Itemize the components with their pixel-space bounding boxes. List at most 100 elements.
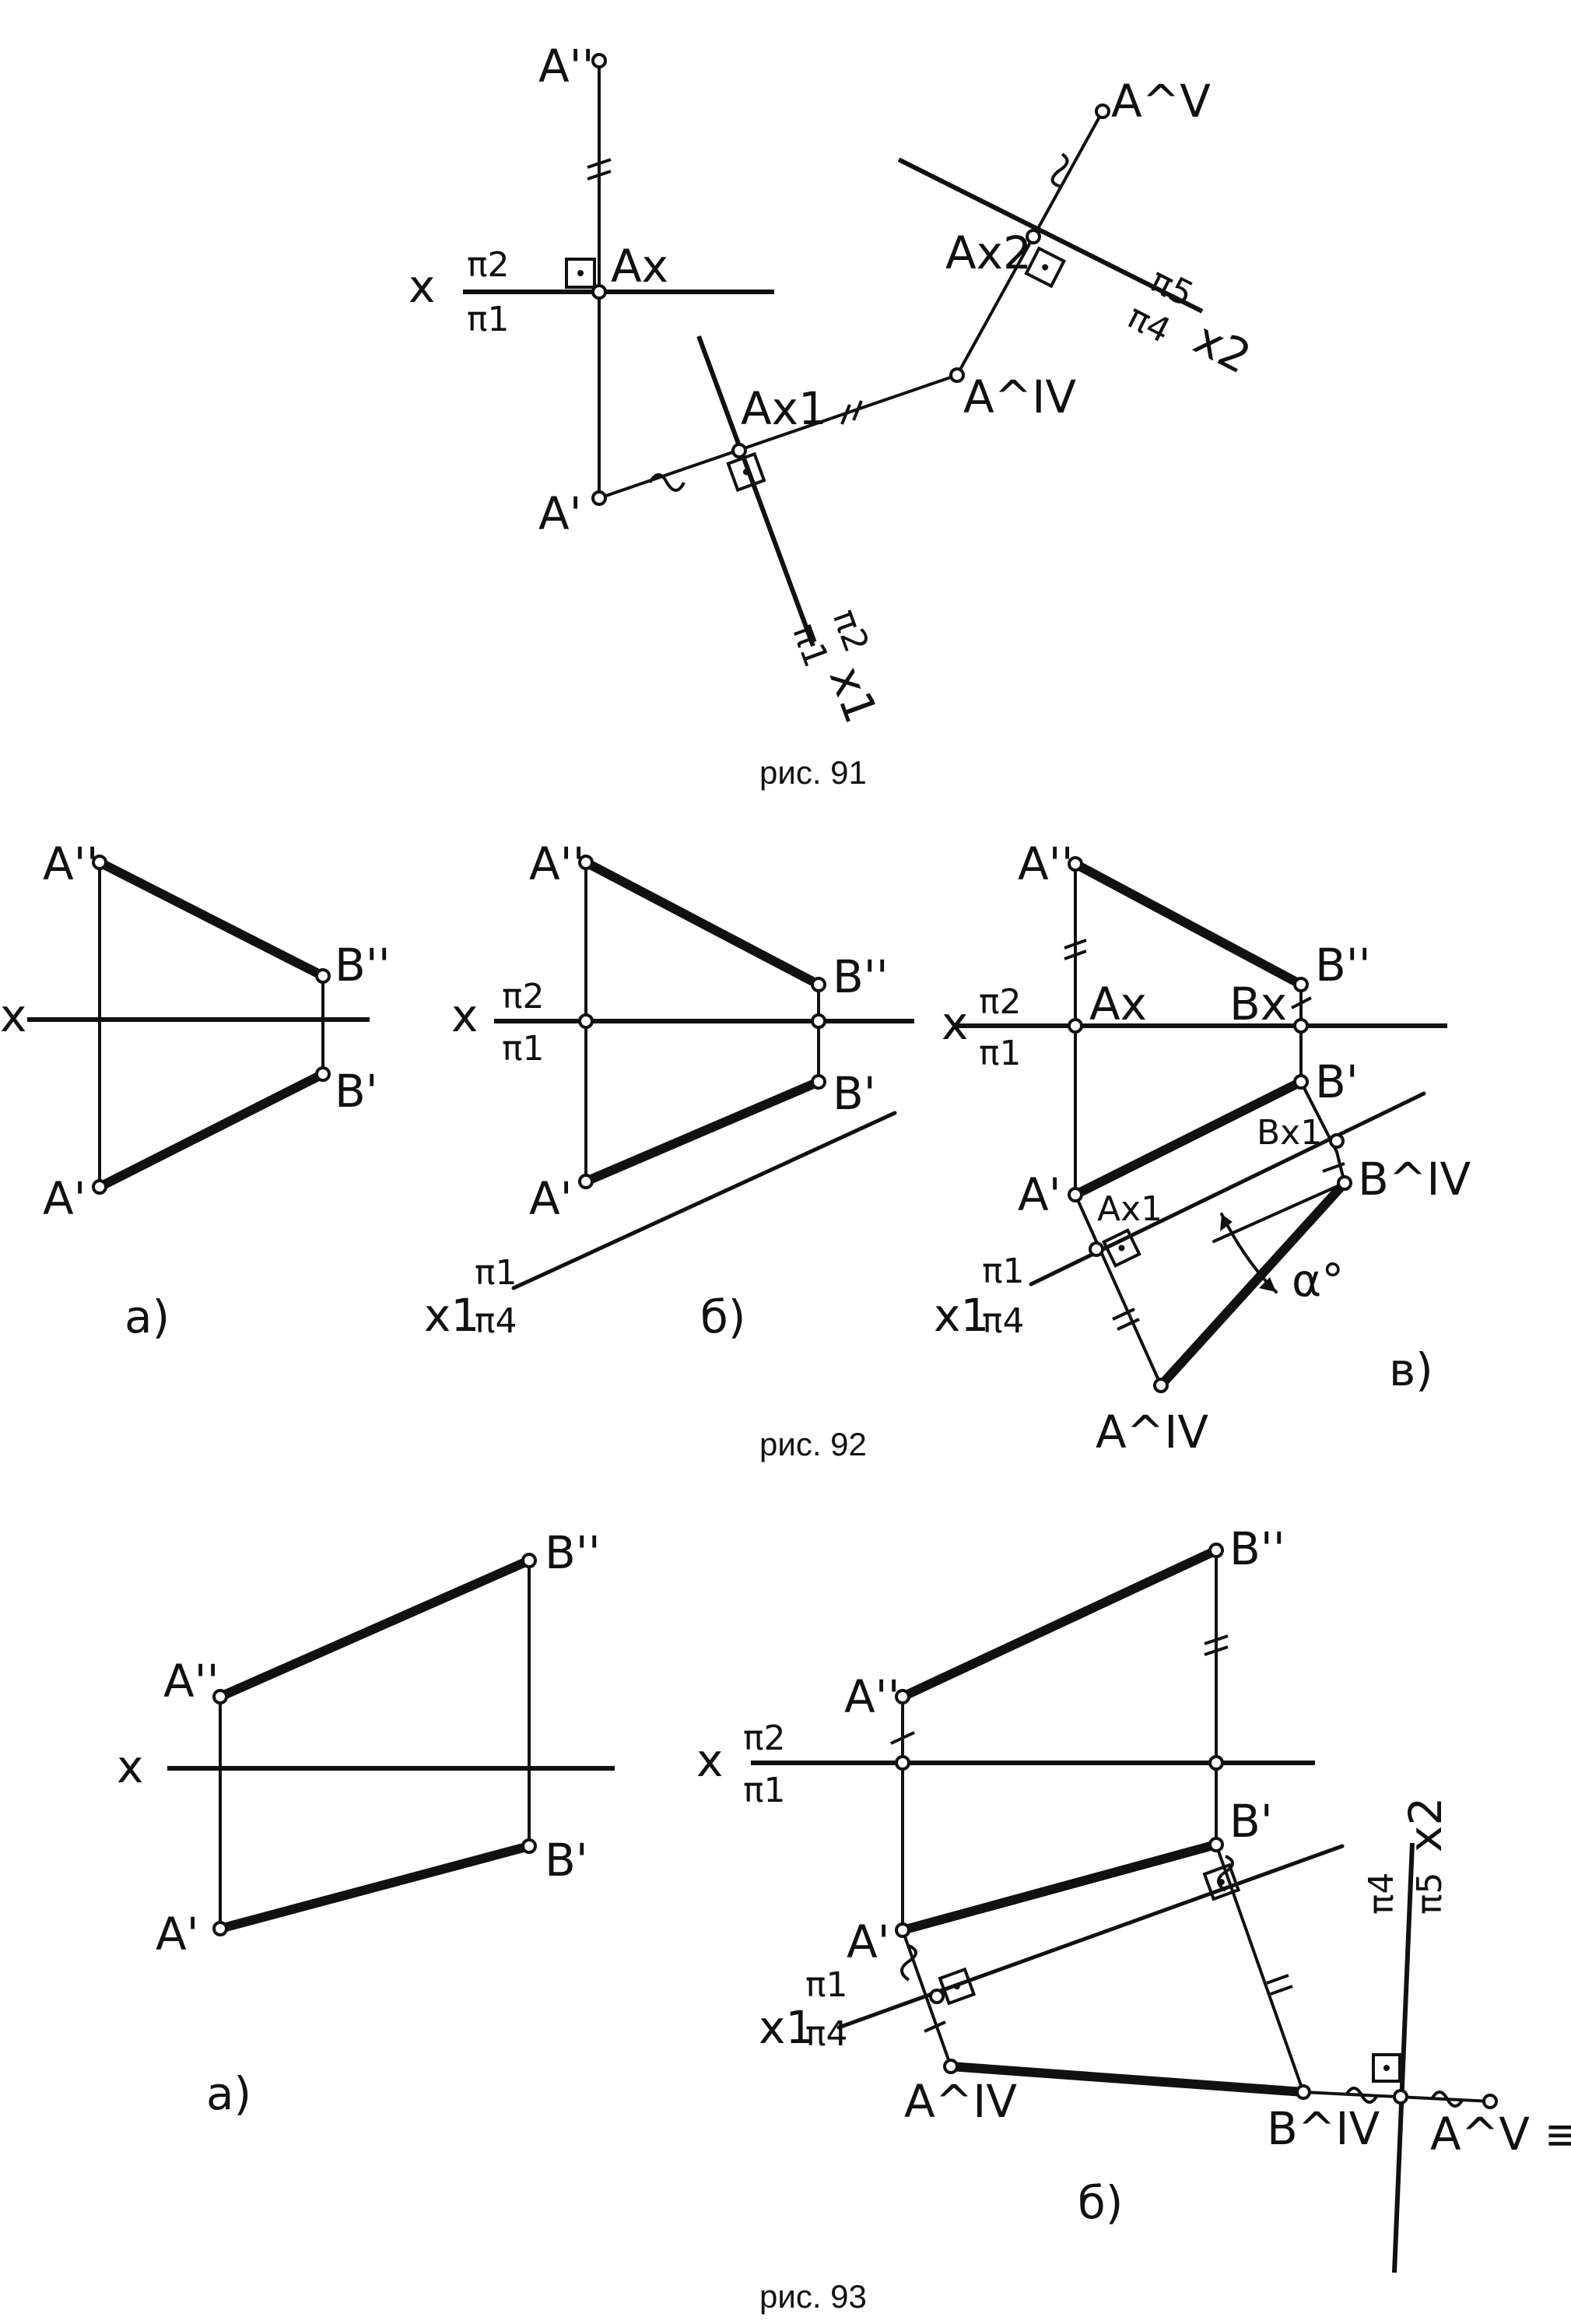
angle-arrowhead [1259, 1277, 1276, 1292]
label-A2: A'' [163, 1655, 219, 1708]
axis-x1 [696, 335, 815, 648]
point-B2 [811, 977, 826, 992]
label-A1: A' [156, 1908, 199, 1961]
point-A5B5 [1482, 2094, 1498, 2109]
single-tick [1291, 996, 1312, 1009]
point-Ax [895, 1755, 910, 1771]
label-A4: A^IV [904, 2075, 1017, 2128]
equal-tick [1117, 1318, 1140, 1331]
point-B1 [1293, 1074, 1309, 1090]
point-Ax2 [1026, 229, 1041, 244]
label-B1: B' [545, 1834, 588, 1887]
point-A2 [92, 855, 107, 870]
point-Ax2 [1393, 2089, 1408, 2105]
point-B1 [521, 1838, 537, 1854]
right-angle-mark [565, 258, 596, 289]
label-B2: B'' [335, 939, 391, 992]
point-B2 [315, 968, 331, 984]
wave-tick [900, 1944, 917, 1982]
label-Ax: Ax [611, 240, 668, 293]
equal-tick [840, 404, 851, 425]
point-B4 [1296, 2084, 1311, 2100]
label-Bx: Bx [1229, 978, 1287, 1030]
point-B1 [811, 1074, 826, 1090]
right-angle-mark [726, 451, 766, 493]
label-x2: x2 [1186, 312, 1259, 384]
point-B2 [1208, 1543, 1224, 1558]
label-pi2: π2 [979, 982, 1021, 1022]
equal-tick [1064, 950, 1087, 960]
label-x1-num: π1 [475, 1253, 517, 1293]
subfigure-label: в) [1389, 1343, 1433, 1396]
label-B2: B'' [545, 1526, 601, 1579]
point-B2 [521, 1553, 537, 1568]
point-Ax1 [1089, 1241, 1104, 1257]
label-x1-num: π1 [805, 1965, 847, 2005]
figure-93b: A'' B'' A' B' A^IV B^IV A^V ≡ B^V x π2 π… [696, 1522, 1571, 2273]
point-Ax [591, 284, 607, 300]
label-A2: A'' [538, 40, 594, 93]
figure-92a: A'' B'' A' B' x a) [0, 837, 391, 1343]
label-A2: A'' [529, 837, 585, 890]
label-x: x [451, 989, 478, 1042]
point-A1 [578, 1174, 594, 1189]
label-B1: B' [833, 1067, 876, 1120]
label-x1-num: π1 [982, 1252, 1024, 1291]
segment-A4B4 [946, 2062, 1308, 2097]
point-Ax1 [731, 443, 747, 458]
label-A2: A'' [1018, 837, 1074, 890]
label-A5: A^V [1111, 75, 1211, 128]
subfigure-label: б) [700, 1290, 745, 1343]
point-Bx1 [1329, 1133, 1345, 1149]
label-A1: A' [847, 1915, 890, 1968]
label-x1: x1 [934, 1289, 989, 1342]
linking-line-A1-A4 [598, 374, 959, 500]
equal-tick [1270, 1985, 1293, 1996]
label-alpha: α° [1292, 1254, 1344, 1307]
caption-fig92: рис. 92 [759, 1426, 867, 1462]
segment-A2B2 [581, 858, 823, 989]
point-A1 [895, 1922, 910, 1938]
point-B4 [1337, 1175, 1352, 1191]
point-Bx [1208, 1755, 1224, 1771]
right-angle-dot [742, 469, 749, 476]
label-Ax: Ax [1089, 978, 1147, 1030]
point-B2 [1293, 977, 1309, 992]
point-A4 [1153, 1378, 1169, 1393]
label-x1-den: π4 [805, 2014, 847, 2054]
axis-x1 [836, 1844, 1345, 2030]
label-x: x [409, 260, 435, 313]
point-A4 [949, 367, 965, 383]
right-angle-mark [1202, 1862, 1241, 1901]
label-x1-den: π4 [982, 1301, 1024, 1341]
right-angle-dot [1118, 1244, 1125, 1252]
right-angle-dot [1042, 264, 1049, 271]
label-A4: A^IV [1096, 1406, 1208, 1459]
segment-A1B1 [1071, 1077, 1306, 1199]
subfigure-label: б) [1078, 2176, 1123, 2229]
label-A2: A'' [844, 1670, 900, 1723]
caption-fig93: рис. 93 [759, 2278, 867, 2315]
angle-reference-line [1212, 1181, 1346, 1243]
label-B2: B'' [1315, 939, 1371, 992]
right-angle-mark [938, 1967, 977, 2006]
label-x2-den: π5 [1410, 1873, 1450, 1915]
label-B1: B' [1315, 1055, 1359, 1108]
caption-fig91: рис. 91 [759, 754, 867, 791]
label-Bx1: Bx1 [1257, 1113, 1322, 1153]
segment-A2B2 [898, 1546, 1221, 1701]
label-pi1: π1 [467, 300, 509, 339]
wave-tick [1430, 2091, 1464, 2108]
label-B2: B'' [1229, 1522, 1285, 1575]
right-angle-dot [1383, 2065, 1390, 2071]
point-A1 [92, 1179, 107, 1195]
single-tick [890, 1731, 915, 1745]
point-A1 [212, 1921, 228, 1936]
equal-tick [1112, 1308, 1135, 1321]
point-Ax1 [929, 1989, 945, 2004]
single-tick [924, 2020, 946, 2033]
label-pi1: π1 [502, 1029, 544, 1069]
point-A2 [212, 1689, 228, 1704]
axis-x2 [897, 157, 1204, 314]
